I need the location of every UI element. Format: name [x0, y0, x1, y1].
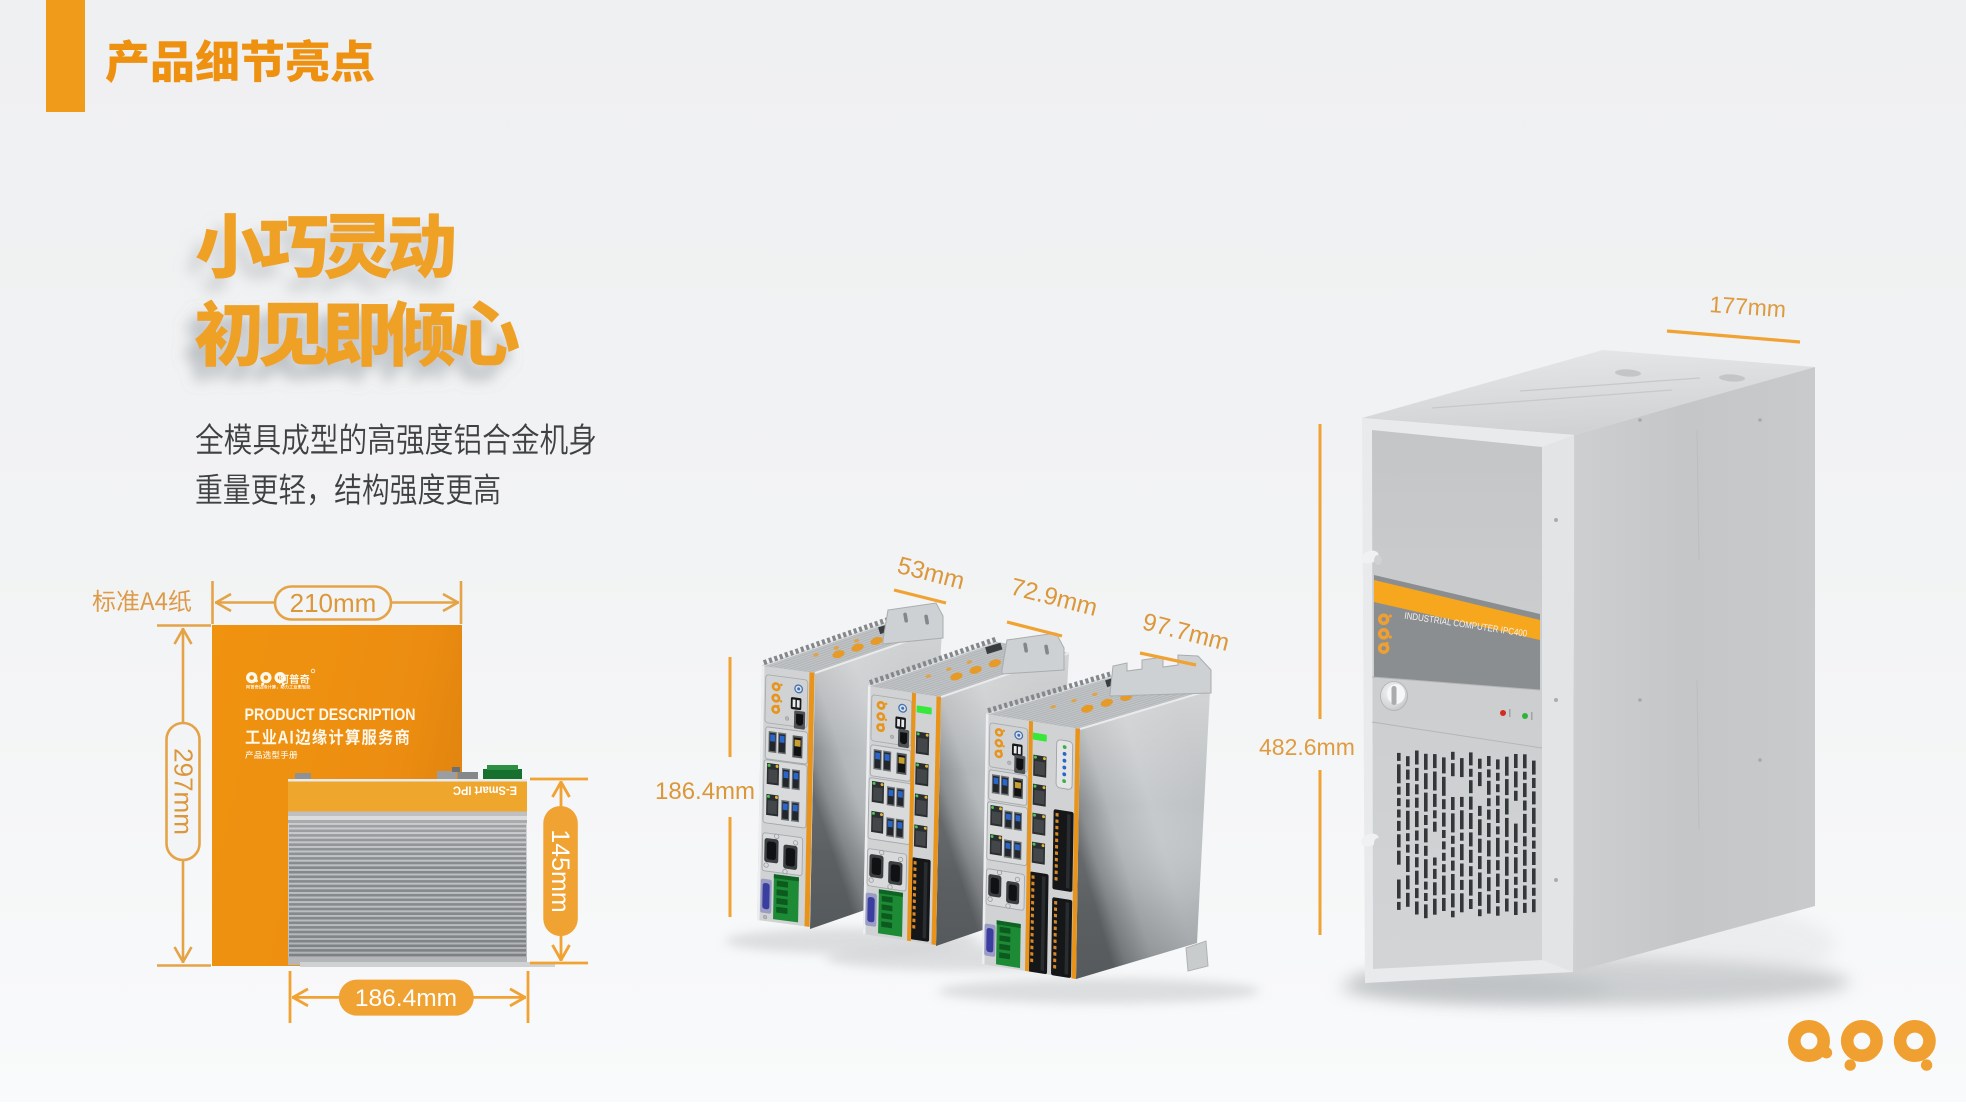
svg-text:177mm: 177mm	[1709, 291, 1787, 322]
svg-text:210mm: 210mm	[290, 588, 377, 618]
svg-text:PRODUCT DESCRIPTION: PRODUCT DESCRIPTION	[245, 706, 416, 724]
svg-text:482.6mm: 482.6mm	[1259, 734, 1355, 760]
svg-text:145mm: 145mm	[546, 829, 574, 912]
svg-text:E-Smart IPC: E-Smart IPC	[453, 784, 517, 798]
svg-text:297mm: 297mm	[169, 748, 199, 835]
svg-text:186.4mm: 186.4mm	[655, 778, 755, 805]
svg-text:186.4mm: 186.4mm	[355, 985, 457, 1012]
